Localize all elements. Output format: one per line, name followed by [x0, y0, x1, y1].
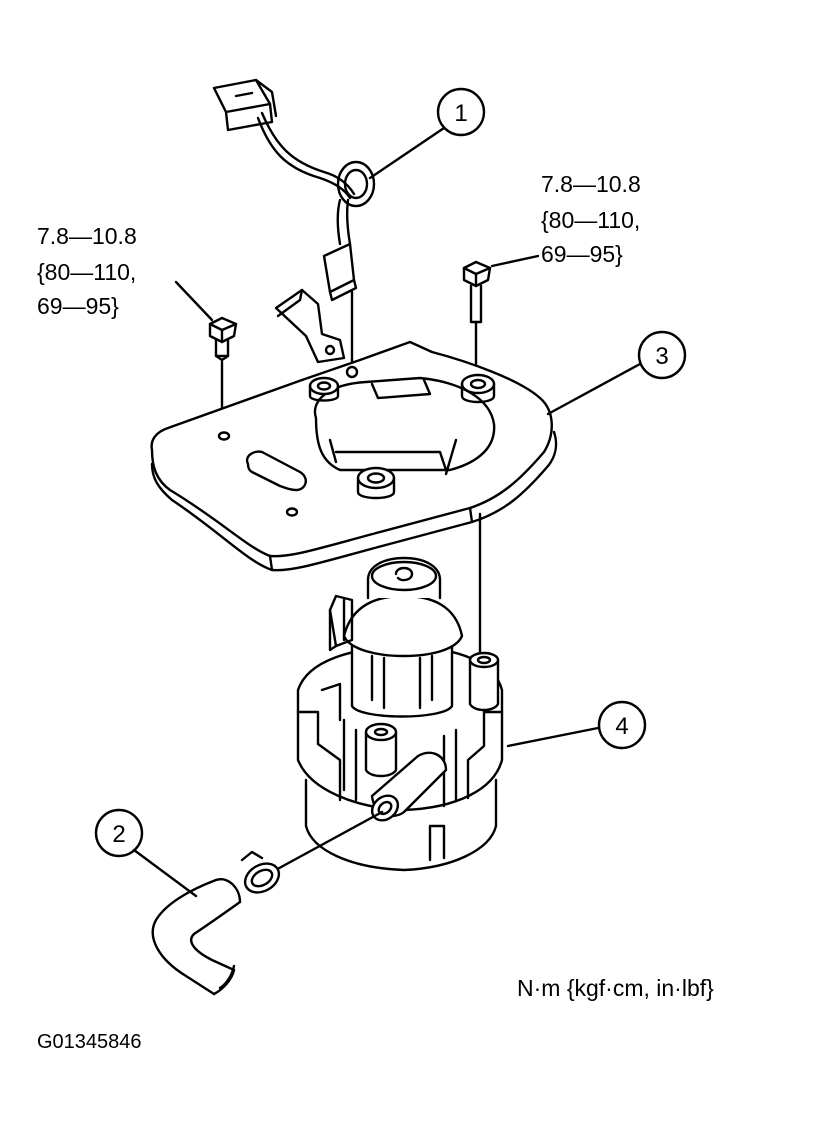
terminal-plug	[322, 242, 358, 302]
torque-left-line3: 69—95}	[37, 293, 119, 319]
torque-right-leader	[490, 254, 540, 268]
callout-4	[506, 700, 647, 750]
mounting-bracket	[274, 288, 346, 364]
bolt-right	[462, 260, 492, 384]
torque-right-line2: {80—110,	[541, 207, 641, 233]
fuel-hose	[151, 878, 242, 996]
torque-left-leader	[174, 280, 214, 322]
wiring-harness	[256, 111, 376, 246]
callout-number-3: 3	[655, 343, 668, 370]
callout-2	[94, 808, 198, 898]
guide-line	[270, 810, 384, 874]
torque-right-line1: 7.8—10.8	[541, 171, 641, 197]
callout-1	[368, 87, 486, 180]
callout-number-1: 1	[454, 100, 467, 127]
mounting-plate	[150, 340, 558, 572]
wiring-connector	[212, 78, 278, 132]
fuel-pump	[296, 556, 504, 872]
torque-left-line2: {80—110,	[37, 259, 137, 285]
callout-number-2: 2	[112, 821, 125, 848]
figure-id: G01345846	[37, 1031, 142, 1053]
torque-left-line1: 7.8—10.8	[37, 223, 137, 249]
bolt-left	[208, 316, 238, 434]
torque-right-line3: 69—95}	[541, 241, 623, 267]
callout-3	[546, 330, 687, 416]
units-label: N·m {kgf·cm, in·lbf}	[517, 975, 714, 1001]
harness-loop	[336, 160, 376, 208]
callout-number-4: 4	[615, 713, 628, 740]
hose-clamp	[240, 850, 281, 894]
